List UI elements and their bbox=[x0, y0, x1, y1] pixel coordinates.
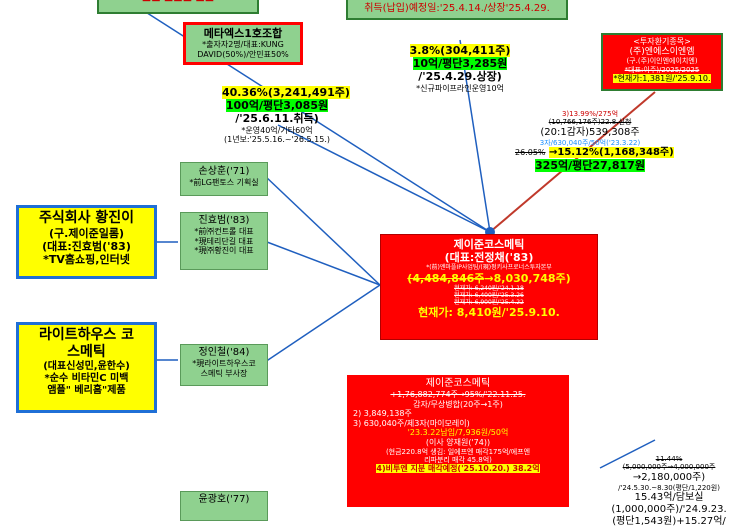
metax-stake: 40.36%(3,241,491주) 100억/평단3,085원 /'25.6.… bbox=[222, 86, 350, 145]
person-son-desc: *前LG팬토스 기획실 bbox=[189, 178, 259, 187]
hwangjini-title: 주식회사 황진이 bbox=[38, 210, 135, 226]
jayjun-history-l9: 4)비투엔 지분 매각예정('25.10.20.) 38.2억 bbox=[376, 464, 540, 474]
lighthouse-box: 라이트하우스 코 스메틱 (대표신성민,윤한수) *순수 비타민C 미백 앰플"… bbox=[16, 322, 157, 413]
metax-stake-period: (1년보:'25.5.16.~'26.5.15.) bbox=[223, 135, 330, 145]
lighthouse-sub3: 앰플" 베리홈"제품 bbox=[47, 384, 126, 396]
jayjun-price-hist3: 현재가: 6,900원/'25.4.22 bbox=[454, 299, 524, 307]
nsenm-sub2: *대표:이주)/2025/2025 bbox=[624, 65, 700, 74]
jayjun-history-title: 제이준코스메틱 bbox=[425, 378, 491, 389]
metax-stake-amount: 100억/평단3,085원 bbox=[225, 99, 329, 113]
jayjun-main-box: 제이준코스메틱 (대표:전정채('83) *(前)엔마플IP사업팀/(現)펑키사… bbox=[380, 234, 598, 340]
connector-line bbox=[264, 284, 381, 363]
hwangjini-sub3: *TV홈쇼핑,인터넷 bbox=[43, 253, 130, 267]
metax-stake-note: *운영40억/기타60억 bbox=[241, 125, 313, 135]
bottom-right-l7: (평단1,543원)+15.27억/ bbox=[612, 516, 726, 528]
person-jeong-name: 정인철('84) bbox=[198, 347, 250, 358]
jayjun-history-l5: '23.3.22납입/7,936원/50억 bbox=[407, 428, 509, 438]
jayjun-shares-old: (4,484,846주 bbox=[407, 271, 485, 285]
person-jeong-d1: *現라이트하우스코 bbox=[192, 359, 256, 368]
bottom-right-stake: 11.44% (5,000,000주→4,000,000주 →2,180,000… bbox=[598, 455, 740, 528]
bottom-right-l5: 15.43억/담보실 bbox=[634, 492, 704, 504]
nsenm-stake: 3)13.99%/275억 (10,766,176주)22.8.신청 (20:1… bbox=[515, 110, 674, 173]
top-left-box: ■■ ■■■ ■■ bbox=[97, 0, 259, 14]
nsenm-stake-new: →15.12%(1,168,348주) bbox=[549, 147, 674, 159]
person-yoon-box: 윤광호('77) bbox=[180, 491, 268, 521]
jayjun-price-hist2: 현재가: 6,400원/'25.3.26 bbox=[454, 291, 524, 299]
metax-title: 메타엑스1호조합 bbox=[203, 27, 283, 40]
bottom-right-l6: (1,000,000주)/'24.9.23. bbox=[611, 504, 727, 516]
jayjun-history-l3: 2) 3,849,138주 bbox=[353, 409, 412, 419]
connector-line bbox=[266, 241, 381, 286]
nsenm-stake-l1: 3)13.99%/275억 bbox=[561, 110, 619, 118]
jayjun-history-l7: (현금220.8억 생김: 일에프엔 매각175억/에프엔 bbox=[385, 447, 531, 456]
bottom-right-l2: (5,000,000주→4,000,000주 bbox=[622, 463, 716, 472]
connector-line bbox=[277, 124, 491, 233]
top-center-box-text: 취득(납입)예정일:'25.4.14./상장'25.4.29. bbox=[364, 3, 550, 14]
jayjun-note: *(前)엔마플IP사업팀/(現)펑키사프로너스투자본부 bbox=[426, 264, 552, 272]
connector-line bbox=[599, 439, 656, 469]
lighthouse-title2: 스메틱 bbox=[67, 343, 106, 360]
center-stake: 3.8%(304,411주) 10억/평단3,285원 /'25.4.29.상장… bbox=[404, 44, 516, 93]
nsenm-sub1: (구.(주)이인엔에이치엔) bbox=[626, 57, 698, 66]
jayjun-shares-new: →8,030,748주) bbox=[484, 271, 571, 285]
jayjun-history-box: 제이준코스메틱 +1,76,882,774주→95%/'22.11.25. 감자… bbox=[347, 375, 569, 507]
person-jeong-d2: 스메틱 부사장 bbox=[200, 368, 248, 378]
lighthouse-sub2: *순수 비타민C 미백 bbox=[44, 372, 129, 384]
person-son-name: 손상훈('71) bbox=[198, 166, 250, 177]
person-yoon-name: 윤광호('77) bbox=[198, 494, 250, 505]
lighthouse-sub1: (대표신성민,윤한수) bbox=[43, 360, 130, 372]
person-jin-name: 진효범('83) bbox=[198, 215, 250, 226]
center-stake-pct: 3.8%(304,411주) bbox=[409, 44, 511, 57]
jayjun-ceo: (대표:전정채('83) bbox=[444, 251, 534, 265]
bottom-right-l4: /'24.5.30.~8.30(평단/1,220원) bbox=[618, 483, 720, 492]
center-stake-amount: 10억/평단3,285원 bbox=[412, 57, 508, 71]
metax-sub2: DAVID(50%)/안민표50% bbox=[197, 49, 289, 59]
hwangjini-sub1: (구.제이준일롬) bbox=[49, 226, 124, 240]
nsenm-box: <투자환기종목> (주)엔에스이엔엠 (구.(주)이인엔에이치엔) *대표:이주… bbox=[601, 33, 723, 91]
center-stake-date: /'25.4.29.상장) bbox=[418, 70, 502, 84]
nsenm-tag: <투자환기종목> bbox=[633, 37, 691, 46]
connector-line bbox=[459, 39, 491, 233]
person-jin-box: 진효범('83) *前㈜컨트롤 대표 *現테리단길 대표 *現㈜황진이 대표 bbox=[180, 212, 268, 270]
jayjun-name: 제이준코스메틱 bbox=[453, 238, 525, 251]
bottom-right-l3: →2,180,000주) bbox=[632, 471, 706, 483]
nsenm-stake-l4: 3자/630,040주/50억('23.3.22) bbox=[539, 138, 641, 147]
top-center-box: 취득(납입)예정일:'25.4.14./상장'25.4.29. bbox=[346, 0, 568, 20]
metax-sub1: *출자자2명/대표:KUNG bbox=[202, 40, 284, 50]
nsenm-stake-amount: 325억/평단27,817원 bbox=[535, 159, 645, 173]
metax-stake-date: /'25.6.11.취득) bbox=[235, 112, 319, 126]
nsenm-stake-old: 26.05% bbox=[515, 148, 546, 158]
jayjun-history-l4: 3) 630,040주/제3자(마이모레이) bbox=[353, 418, 470, 428]
person-jeong-box: 정인철('84) *現라이트하우스코 스메틱 부사장 bbox=[180, 344, 268, 386]
nsenm-name: (주)엔에스이엔엠 bbox=[629, 46, 695, 57]
jayjun-current-price: 현재가: 8,410원/'25.9.10. bbox=[418, 306, 560, 320]
top-left-box-text: ■■ ■■■ ■■ bbox=[99, 0, 257, 4]
metax-stake-pct: 40.36%(3,241,491주) bbox=[222, 86, 350, 99]
lighthouse-title1: 라이트하우스 코 bbox=[38, 327, 135, 343]
nsenm-stake-l3: (20:1감자)539,308주 bbox=[540, 126, 640, 138]
jayjun-history-l8: 리파분리 매각 45.8억) bbox=[424, 455, 492, 464]
person-jin-d3: *現㈜황진이 대표 bbox=[194, 246, 254, 256]
center-stake-note: *신규파이프라인운영10억 bbox=[416, 83, 504, 93]
nsenm-price: *현재가:1,381원/'25.9.10. bbox=[613, 74, 711, 84]
person-son-box: 손상훈('71) *前LG팬토스 기획실 bbox=[180, 162, 268, 196]
hwangjini-box: 주식회사 황진이 (구.제이준일롬) (대표:진효범('83) *TV홈쇼핑,인… bbox=[16, 205, 157, 279]
bottom-right-l1: 11.44% bbox=[655, 455, 683, 463]
metax-box: 메타엑스1호조합 *출자자2명/대표:KUNG DAVID(50%)/안민표50… bbox=[183, 22, 303, 65]
connector-line bbox=[264, 175, 381, 286]
jayjun-price-hist1: 현재가: 6,240원/'24.1.18 bbox=[454, 284, 524, 292]
jayjun-history-l2: 감자/무상병합(20주→1주) bbox=[413, 399, 503, 409]
person-jin-d2: *現테리단길 대표 bbox=[194, 236, 254, 246]
person-jin-d1: *前㈜컨트롤 대표 bbox=[194, 227, 254, 236]
jayjun-history-l1: +1,76,882,774주→95%/'22.11.25. bbox=[390, 390, 526, 399]
nsenm-stake-l2: (10,766,176주)22.8.신청 bbox=[548, 118, 632, 127]
jayjun-history-l6: (이사 양재원('74)) bbox=[425, 437, 491, 447]
hwangjini-sub2: (대표:진효범('83) bbox=[42, 239, 131, 253]
